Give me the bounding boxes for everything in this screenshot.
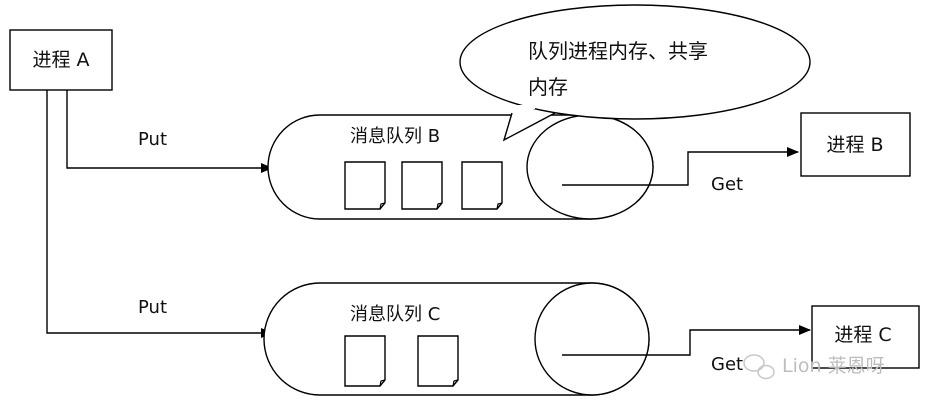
process-c-label: 进程 C xyxy=(834,324,891,346)
queue-c-cylinder: 消息队列 C xyxy=(263,282,650,396)
connector-put-b xyxy=(66,90,273,173)
message-doc xyxy=(344,335,386,387)
process-b-label: 进程 B xyxy=(826,134,883,156)
callout-line-1: 队列进程内存、共享 xyxy=(528,39,708,63)
process-a-box: 进程 A xyxy=(9,29,113,91)
put-label-top: Put xyxy=(138,129,167,150)
wechat-icon xyxy=(743,354,775,380)
process-c-box: 进程 C xyxy=(811,305,920,369)
connector-get-c xyxy=(562,325,811,356)
watermark-text: Lion 莱恩呀 xyxy=(782,355,885,377)
callout-bubble: 队列进程内存、共享 内存 xyxy=(459,4,811,142)
connector-get-b xyxy=(562,147,799,186)
put-label-bottom: Put xyxy=(138,297,167,318)
get-label-top: Get xyxy=(711,174,743,195)
get-label-bottom: Get xyxy=(711,354,743,375)
message-doc xyxy=(344,161,386,210)
queue-c-label: 消息队列 C xyxy=(350,304,440,325)
queue-b-cylinder: 消息队列 B xyxy=(267,114,654,220)
watermark: Lion 莱恩呀 xyxy=(743,354,885,380)
message-doc xyxy=(417,335,459,387)
process-a-label: 进程 A xyxy=(32,49,89,71)
message-doc xyxy=(401,161,443,210)
connector-put-c xyxy=(46,90,273,338)
queue-b-label: 消息队列 B xyxy=(350,126,440,147)
process-b-box: 进程 B xyxy=(800,112,911,177)
message-doc xyxy=(461,161,503,210)
callout-line-2: 内存 xyxy=(528,75,568,99)
